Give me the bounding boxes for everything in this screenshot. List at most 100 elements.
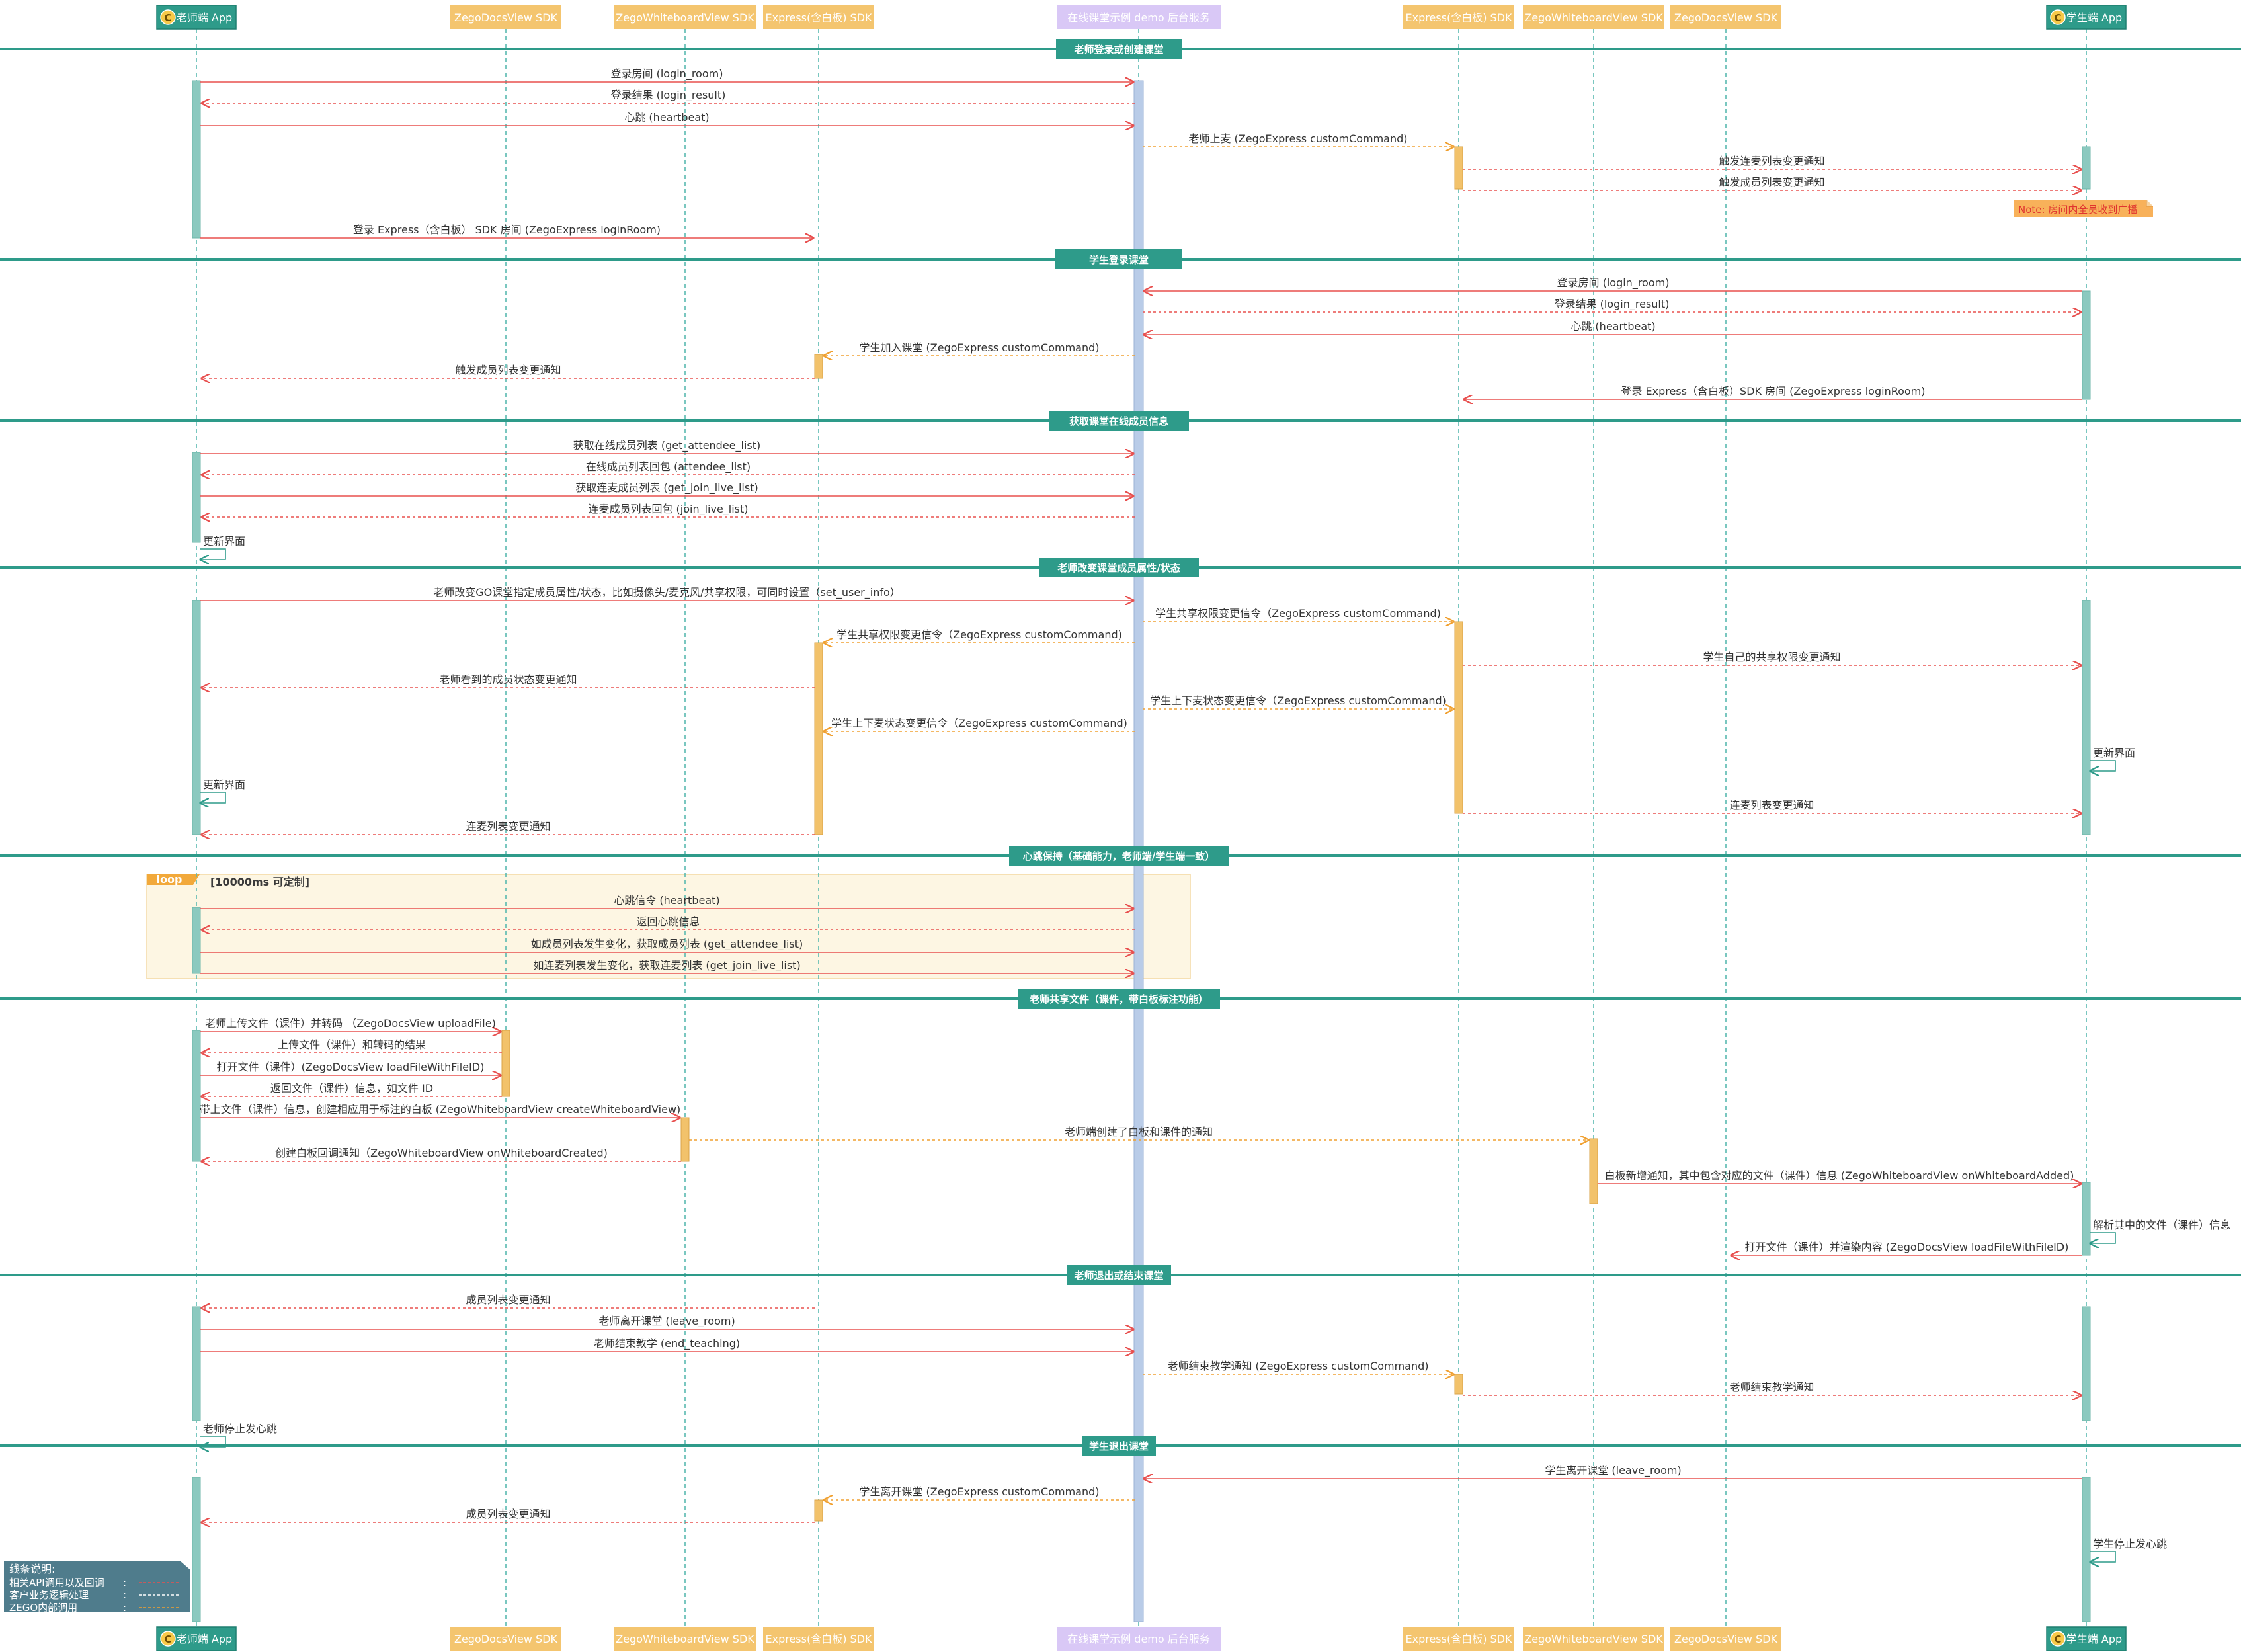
activation-bar (192, 452, 201, 543)
activation-bar (192, 600, 201, 835)
message-label: 触发成员列表变更通知 (455, 364, 561, 376)
message-label: 创建白板回调通知（ZegoWhiteboardView onWhiteboard… (275, 1147, 608, 1159)
message-label: 登录结果 (login_result) (1555, 298, 1670, 311)
message-label: 老师结束教学通知 (1729, 1381, 1814, 1393)
note-box (2014, 200, 2153, 217)
activation-bar (1454, 1374, 1463, 1395)
message-label: 老师端创建了白板和课件的通知 (1065, 1126, 1213, 1138)
section-label-box (1056, 39, 1182, 59)
activation-bar (2082, 1306, 2091, 1421)
legend-row-sep: : (123, 1602, 126, 1614)
activation-bar (814, 1499, 823, 1522)
participant-label-docs_l: ZegoDocsView SDK (454, 1633, 558, 1645)
section-label: 老师改变课堂成员属性/状态 (1057, 562, 1180, 574)
section-label-box (1082, 1436, 1156, 1456)
section-label-box (1009, 846, 1229, 866)
message-label: 获取在线成员列表 (get_attendee_list) (573, 439, 761, 452)
legend-box (4, 1561, 190, 1612)
message-label: 学生自己的共享权限变更通知 (1703, 651, 1840, 663)
message-label: 成员列表变更通知 (466, 1294, 550, 1306)
participant-box-server-top (1057, 5, 1221, 29)
legend-row-label: ZEGO内部调用 (9, 1602, 77, 1614)
activation-bar (1589, 1138, 1598, 1204)
section-label-box (1039, 558, 1199, 577)
message-label: 老师看到的成员状态变更通知 (439, 673, 577, 686)
self-call-label: 老师停止发心跳 (203, 1423, 277, 1435)
message-label: 学生加入课堂 (ZegoExpress customCommand) (859, 341, 1099, 354)
message-label: 心跳 (heartbeat) (624, 111, 709, 124)
section-label: 学生退出课堂 (1089, 1440, 1149, 1452)
participant-box-docs_r-top (1670, 5, 1781, 29)
message-label: 打开文件（课件）(ZegoDocsView loadFileWithFileID… (217, 1061, 485, 1073)
activation-bar (192, 1306, 201, 1421)
c-logo-icon (160, 9, 176, 25)
activation-bar (2082, 1477, 2091, 1622)
message-label: 返回文件（课件）信息，如文件 ID (270, 1082, 433, 1094)
activation-bar (2082, 290, 2091, 400)
message-label: 老师结束教学 (end_teaching) (594, 1337, 740, 1350)
note-text: Note: 房间内全员收到广播 (2018, 204, 2137, 216)
message-label: 登录 Express（含白板） SDK 房间 (ZegoExpress logi… (353, 224, 661, 236)
self-call-arrow (2090, 760, 2116, 771)
participant-box-exp_r-top (1403, 5, 1514, 29)
participant-label-wb_r: ZegoWhiteboardView SDK (1524, 11, 1663, 24)
activation-bar (814, 354, 823, 379)
participant-box-docs_r-bottom (1670, 1627, 1781, 1651)
self-call-label: 更新界面 (203, 778, 245, 791)
participant-box-server-bottom (1057, 1627, 1221, 1651)
message-label: 登录结果 (login_result) (611, 89, 726, 102)
legend-title: 线条说明: (9, 1563, 55, 1575)
c-logo-letter: C (2054, 12, 2061, 24)
legend-row-sep: : (123, 1589, 126, 1601)
message-label: 触发成员列表变更通知 (1719, 176, 1824, 188)
message-label: 上传文件（课件）和转码的结果 (278, 1038, 426, 1051)
participant-box-docs_l-top (450, 5, 561, 29)
message-label: 在线成员列表回包 (attendee_list) (586, 460, 751, 474)
message-label: 连麦列表变更通知 (1729, 799, 1814, 811)
message-label: 登录 Express（含白板）SDK 房间 (ZegoExpress login… (1621, 385, 1925, 397)
participant-label-exp_r: Express(含白板) SDK (1405, 11, 1512, 24)
participant-label-docs_l: ZegoDocsView SDK (454, 11, 558, 24)
participant-label-student: 学生端 App (2066, 11, 2122, 24)
participant-box-wb_r-bottom (1523, 1627, 1664, 1651)
message-label: 学生离开课堂 (leave_room) (1545, 1464, 1681, 1477)
self-call-arrow (200, 792, 226, 803)
participant-label-exp_l: Express(含白板) SDK (765, 1633, 872, 1645)
note-fold (2146, 200, 2153, 207)
participant-label-teacher: 老师端 App (177, 1633, 232, 1645)
message-label: 打开文件（课件）并渲染内容 (ZegoDocsView loadFileWith… (1745, 1241, 2069, 1253)
message-label: 老师改变GO课堂指定成员属性/状态，比如摄像头/麦克风/共享权限，可同时设置（s… (433, 586, 901, 599)
self-call-arrow (200, 1436, 226, 1447)
activation-bar (2082, 146, 2091, 190)
participant-label-docs_r: ZegoDocsView SDK (1674, 11, 1778, 24)
self-call-label: 学生停止发心跳 (2093, 1538, 2167, 1550)
message-label: 如连麦列表发生变化，获取连麦列表 (get_join_live_list) (533, 959, 800, 972)
legend-row-sep: : (123, 1577, 126, 1589)
legend-row-label: 相关API调用以及回调 (9, 1577, 104, 1589)
participant-label-exp_r: Express(含白板) SDK (1405, 1633, 1512, 1645)
message-label: 心跳信令 (heartbeat) (614, 894, 719, 907)
c-logo-icon (160, 1631, 176, 1647)
section-label-box (1055, 249, 1182, 269)
activation-bar (192, 1477, 201, 1622)
activation-bar (2082, 1182, 2091, 1256)
message-label: 连麦列表变更通知 (466, 820, 550, 833)
participant-label-exp_l: Express(含白板) SDK (765, 11, 872, 24)
message-label: 老师上传文件（课件）并转码 （ZegoDocsView uploadFile) (205, 1017, 496, 1030)
section-label-box (1049, 411, 1189, 431)
section-label: 获取课堂在线成员信息 (1069, 415, 1168, 427)
message-label: 学生离开课堂 (ZegoExpress customCommand) (859, 1485, 1099, 1498)
section-label: 老师退出或结束课堂 (1073, 1270, 1163, 1282)
self-call-label: 更新界面 (203, 535, 245, 548)
participant-label-wb_l: ZegoWhiteboardView SDK (616, 1633, 754, 1645)
c-logo-letter: C (2054, 1633, 2061, 1645)
participant-box-wb_l-top (614, 5, 756, 29)
activation-bar (501, 1030, 510, 1097)
participant-label-wb_r: ZegoWhiteboardView SDK (1524, 1633, 1663, 1645)
activation-bar (680, 1117, 690, 1162)
message-label: 学生共享权限变更信令（ZegoExpress customCommand) (1155, 607, 1441, 620)
message-label: 老师上麦 (ZegoExpress customCommand) (1188, 132, 1407, 145)
self-call-label: 更新界面 (2093, 747, 2135, 759)
activation-bar (1454, 146, 1463, 190)
loop-tag-label: loop (157, 873, 183, 886)
